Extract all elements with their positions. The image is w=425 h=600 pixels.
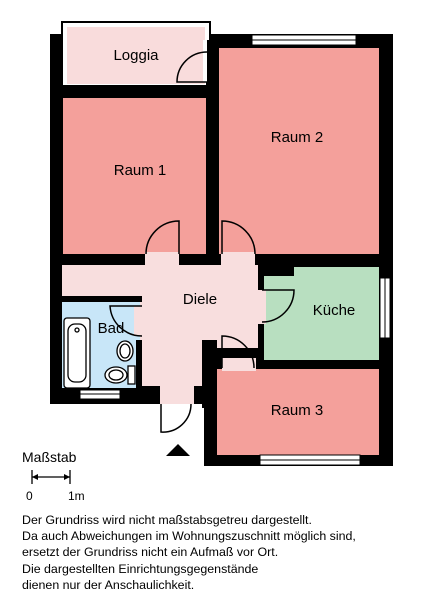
disclaimer-line: Die dargestellten Einrichtungsgegenständ… xyxy=(22,561,259,576)
scale-bar-graphic xyxy=(31,470,71,484)
windows xyxy=(79,34,391,466)
scale-title: Maßstab xyxy=(22,449,77,465)
toilet-icon xyxy=(104,365,136,385)
disclaimer-line: ersetzt der Grundriss nicht ein Aufmaß v… xyxy=(22,545,279,560)
disclaimer-line: dienen nur der Anschaulichkeit. xyxy=(22,577,195,592)
disclaimer-line: Der Grundriss wird nicht maßstabsgetreu … xyxy=(22,513,312,527)
scale-label-one-meter: 1m xyxy=(68,489,85,503)
label-bad: Bad xyxy=(98,320,125,337)
label-raum-3: Raum 3 xyxy=(271,402,324,419)
label-loggia: Loggia xyxy=(113,47,159,64)
room-loggia xyxy=(67,27,205,84)
room-raum-1 xyxy=(63,98,206,254)
floor-plan: Loggia Raum 2 Raum 1 Diele Küche Bad Rau… xyxy=(50,21,393,466)
room-diele-corridor xyxy=(142,340,202,386)
room-raum-3 xyxy=(217,369,379,455)
room-raum-2 xyxy=(219,48,379,254)
entrance-arrow-icon xyxy=(166,444,190,456)
door-openings xyxy=(134,40,266,371)
label-raum-2: Raum 2 xyxy=(271,129,324,146)
room-diele-entry xyxy=(160,386,194,404)
sink-icon xyxy=(116,340,134,362)
disclaimer-line: Da auch Abweichungen im Wohnungszuschnit… xyxy=(22,529,356,544)
scale-label-zero: 0 xyxy=(26,489,33,503)
bathtub-icon xyxy=(63,317,91,389)
label-kueche: Küche xyxy=(313,302,356,319)
disclaimer-text: Der Grundriss wird nicht maßstabsgetreu … xyxy=(22,512,417,593)
label-raum-1: Raum 1 xyxy=(114,162,167,179)
door-swings xyxy=(109,51,295,433)
label-diele: Diele xyxy=(183,291,217,308)
